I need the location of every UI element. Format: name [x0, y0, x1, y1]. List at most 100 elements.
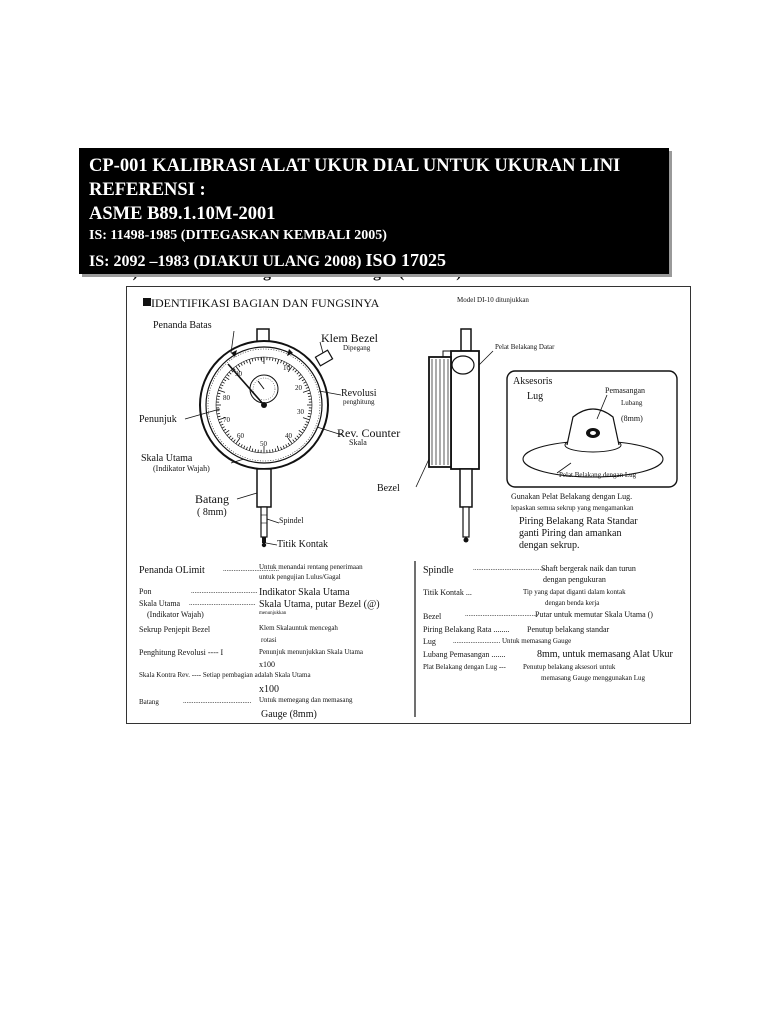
label-revolusi: Revolusi — [341, 388, 377, 399]
dial-tick — [272, 357, 274, 361]
left-row6-desc: x100 — [259, 684, 279, 695]
dial-tick — [254, 357, 256, 361]
banner-is2092-text: IS: 2092 –1983 (DIAKUI ULANG 2008) — [89, 253, 362, 270]
dial-num-90: 90 — [235, 370, 242, 378]
left-row7-label: Batang — [139, 698, 159, 706]
dial-tick — [307, 415, 311, 418]
dial-tick — [280, 446, 283, 450]
dial-tick — [224, 376, 230, 381]
label-skala: Skala — [349, 438, 367, 447]
left-row4-label: Sekrup Penjepit Bezel — [139, 625, 211, 634]
dial-tick — [248, 359, 252, 365]
left-row3-label: Skala Utama — [139, 599, 181, 608]
left-row5-desc2: x100 — [259, 660, 275, 669]
dial-tick — [308, 395, 312, 397]
dial-tick — [226, 374, 230, 377]
right-row7-desc2: memasang Gauge menggunakan Lug — [541, 674, 645, 682]
dial-tick — [233, 367, 236, 371]
label-bezel: Bezel — [377, 483, 400, 494]
dial-tick — [216, 395, 220, 397]
dial-tick — [292, 439, 295, 443]
dial-tick — [240, 444, 243, 448]
left-row5-desc1: Penunjuk menunjukkan Skala Utama — [259, 648, 364, 656]
dial-tick — [217, 415, 221, 418]
left-row6-label: Skala Kontra Rev. ---- Setiap pembagian … — [139, 671, 311, 679]
left-row3-dots: ...................................... — [189, 599, 256, 607]
label-klem-bezel-sub: Dipegang — [343, 344, 371, 352]
label-penunjuk: Penunjuk — [139, 414, 177, 425]
dial-tick — [282, 445, 285, 449]
dial-tick — [223, 428, 227, 432]
right-row7-desc1: Penutup belakang aksesori untuk — [523, 663, 616, 671]
note-piring-1: Piring Belakang Rata Standar — [519, 516, 638, 527]
left-row1-label: Penanda OLimit — [139, 565, 205, 576]
dial-tick — [287, 437, 293, 445]
dial-tick — [282, 361, 285, 365]
label-aksesoris: Aksesoris — [513, 376, 553, 387]
label-pelat-belakang-lug: Pelat Belakang dengan Lug — [559, 471, 637, 479]
dial-num-10: 10 — [283, 364, 290, 372]
label-klem-bezel: Klem Bezel — [321, 331, 378, 345]
left-row2-desc: Indikator Skala Utama — [259, 587, 350, 598]
banner-iso-text: ISO 17025 — [365, 250, 446, 270]
left-row1-desc1: Untuk menandai rentang penerimaan — [259, 563, 363, 571]
dial-tick — [245, 446, 248, 450]
label-penanda-batas: Penanda Batas — [153, 320, 212, 331]
right-row1-desc1: Shaft bergerak naik dan turun — [541, 564, 636, 573]
dial-tick — [233, 439, 236, 443]
left-row4-desc1: Klem Skalauntuk mencegah — [259, 624, 338, 632]
dial-tick — [272, 449, 274, 453]
dial-tick — [228, 435, 232, 439]
dial-tick — [298, 429, 304, 434]
dial-tick — [285, 444, 288, 448]
label-spindel: Spindel — [279, 516, 304, 525]
dial-tick — [251, 448, 254, 452]
dial-tick — [307, 392, 311, 395]
label-pelat-belakang-datar: Pelat Belakang Datar — [495, 343, 555, 351]
note-lepaskan: lepaskan semua sekrup yang mengamankan — [511, 504, 634, 512]
dial-tick — [274, 358, 277, 362]
dial-tick — [218, 389, 226, 393]
dial-tick — [224, 429, 230, 434]
dial-tick — [219, 386, 223, 389]
dial-num-70: 70 — [223, 416, 230, 424]
right-row3-dots: ........................................… — [465, 610, 539, 618]
left-row1-desc2: untuk pengujian Lulus/Gagal — [259, 573, 341, 581]
dial-tick — [298, 374, 302, 377]
left-row3-tiny: menunjukkan — [259, 611, 287, 616]
figure-title: IDENTIFIKASI BAGIAN DAN FUNGSINYA — [151, 296, 380, 310]
label-batang: Batang — [195, 492, 229, 506]
left-row5-label: Penghitung Revolusi ---- I — [139, 648, 224, 657]
banner-standard-is11498: IS: 11498-1985 (DITEGASKAN KEMBALI 2005) — [89, 228, 387, 243]
label-revolusi-sub: penghitung — [343, 398, 375, 406]
banner-standard-is2092: IS: 2092 –1983 (DIAKUI ULANG 2008) ISO 1… — [89, 250, 446, 271]
dial-gauge-drawing — [184, 328, 678, 717]
dial-num-60: 60 — [237, 432, 244, 440]
note-piring-2: ganti Piring dan amankan — [519, 528, 622, 539]
dial-tick — [217, 392, 221, 395]
dial-tick — [237, 364, 241, 368]
left-row3-desc: Skala Utama, putar Bezel (@) — [259, 599, 380, 610]
dial-tick — [221, 426, 225, 429]
bullet-square — [143, 298, 151, 306]
dial-tick — [240, 362, 243, 366]
dial-tick — [305, 386, 309, 389]
dial-tick — [216, 413, 220, 415]
dial-tick — [226, 433, 230, 436]
left-row7-dots: ....................................... — [183, 697, 252, 705]
dial-tick — [276, 359, 280, 365]
right-row5-desc: ........................... Untuk memasa… — [453, 637, 572, 645]
dial-tick — [219, 421, 223, 424]
dial-tick — [303, 426, 307, 429]
dial-tick — [296, 371, 300, 375]
right-row2-desc2: dengan benda kerja — [545, 599, 600, 607]
right-row2-label: Titik Kontak ... — [423, 588, 472, 597]
dial-tick — [243, 445, 246, 449]
label-lug: Lug — [527, 391, 544, 402]
dial-tick — [228, 371, 232, 375]
dial-tick — [237, 442, 241, 446]
banner-reference-heading: REFERENSI : — [89, 180, 206, 200]
dial-num-0: 0 — [261, 356, 265, 364]
right-row4-desc: Penutup belakang standar — [527, 625, 610, 634]
figure-model-note: Model DI-10 ditunjukkan — [457, 296, 529, 304]
